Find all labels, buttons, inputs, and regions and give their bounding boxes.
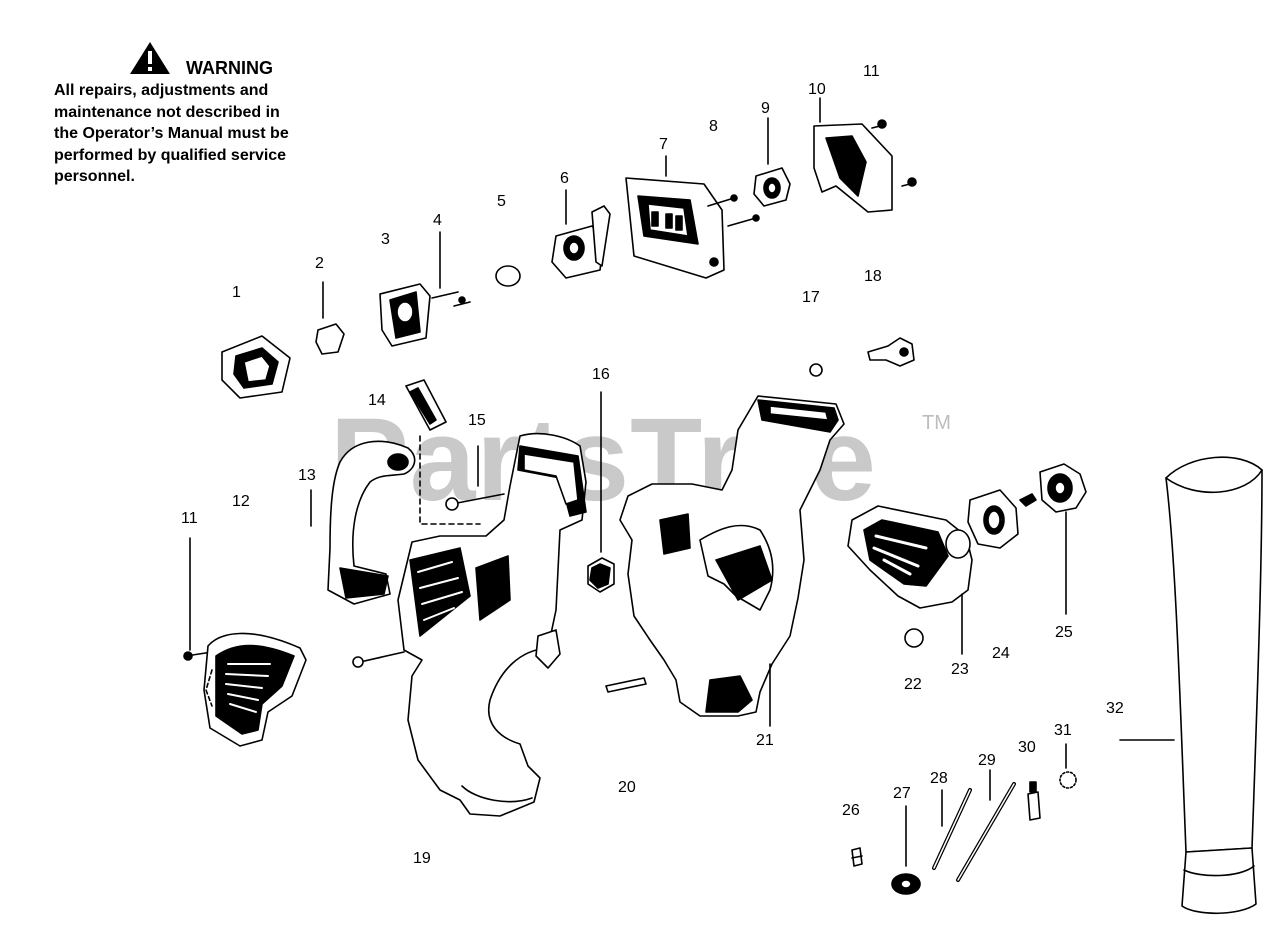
callout-29: 29 (978, 752, 996, 769)
callout-27: 27 (893, 785, 911, 802)
callout-11-left: 11 (181, 510, 198, 527)
part-fitting (851, 847, 863, 867)
part-adapter (379, 283, 431, 347)
callout-15: 15 (468, 412, 486, 429)
callout-20: 20 (618, 779, 636, 796)
callout-28: 28 (930, 770, 948, 787)
callout-2: 2 (315, 255, 324, 272)
callout-22: 22 (904, 676, 922, 693)
part-reed (315, 281, 345, 355)
callout-1: 1 (232, 284, 241, 301)
part-cover-screw (183, 537, 213, 661)
warning-line: performed by qualified service (54, 146, 287, 164)
callout-32: 32 (1106, 700, 1124, 717)
part-spacer (753, 117, 791, 207)
callout-19: 19 (413, 850, 431, 867)
callout-13: 13 (298, 467, 316, 484)
callout-3: 3 (381, 231, 390, 248)
part-hub (1019, 463, 1087, 615)
part-grommet-small (1059, 743, 1077, 789)
callout-30: 30 (1018, 739, 1036, 756)
part-nut (809, 363, 823, 377)
part-housing-left (352, 432, 587, 817)
part-handle-screw (445, 445, 505, 511)
warning-line: the Operator’s Manual must be (54, 125, 289, 142)
warning-header: WARNING (54, 42, 344, 80)
warning-triangle-icon (130, 42, 170, 74)
part-filter-pad (405, 379, 481, 525)
callout-21: 21 (756, 732, 774, 749)
callout-25: 25 (1055, 624, 1073, 641)
part-handle (310, 440, 416, 605)
part-oring (495, 265, 521, 287)
part-bolts (707, 194, 760, 227)
part-pin (605, 677, 647, 693)
warning-line: maintenance not described in (54, 103, 280, 121)
part-washer-small (891, 805, 921, 895)
callout-4: 4 (433, 212, 442, 229)
part-screws (431, 231, 471, 307)
part-blower-tube (1119, 456, 1263, 915)
part-knob (867, 337, 915, 367)
warning-line: personnel. (54, 168, 135, 185)
part-fuel-line (932, 788, 972, 870)
part-heat-shield (813, 97, 917, 213)
part-housing-right (619, 395, 845, 727)
part-gasket (221, 335, 291, 399)
callout-31: 31 (1054, 722, 1072, 739)
part-fan-nut (587, 391, 615, 593)
callout-5: 5 (497, 193, 506, 210)
callout-12: 12 (232, 493, 250, 510)
warning-notice: WARNING All repairs, adjustments and mai… (54, 42, 344, 188)
part-impeller (847, 505, 973, 655)
warning-text: All repairs, adjustments and maintenance… (54, 80, 344, 188)
callout-6: 6 (560, 170, 569, 187)
warning-title: WARNING (186, 58, 273, 78)
callout-8: 8 (709, 118, 718, 135)
callout-16: 16 (592, 366, 610, 383)
callout-17: 17 (802, 289, 820, 306)
watermark-trademark: TM (922, 412, 951, 434)
part-fuel-line-long (956, 769, 1016, 882)
callout-18: 18 (864, 268, 882, 285)
callout-7: 7 (659, 136, 668, 153)
part-washer (967, 489, 1019, 549)
callout-14: 14 (368, 392, 386, 409)
callout-9: 9 (761, 100, 770, 117)
part-air-cover (203, 632, 307, 747)
callout-26: 26 (842, 802, 860, 819)
part-engine-plate (625, 155, 725, 279)
callout-23: 23 (951, 661, 969, 678)
part-grommet (904, 628, 924, 648)
callout-24: 24 (992, 645, 1010, 662)
warning-line: All repairs, adjustments and (54, 82, 269, 99)
part-carburetor (551, 189, 611, 279)
callout-11-top: 11 (863, 63, 880, 80)
part-fuel-filter (1027, 781, 1041, 821)
callout-10: 10 (808, 81, 826, 98)
